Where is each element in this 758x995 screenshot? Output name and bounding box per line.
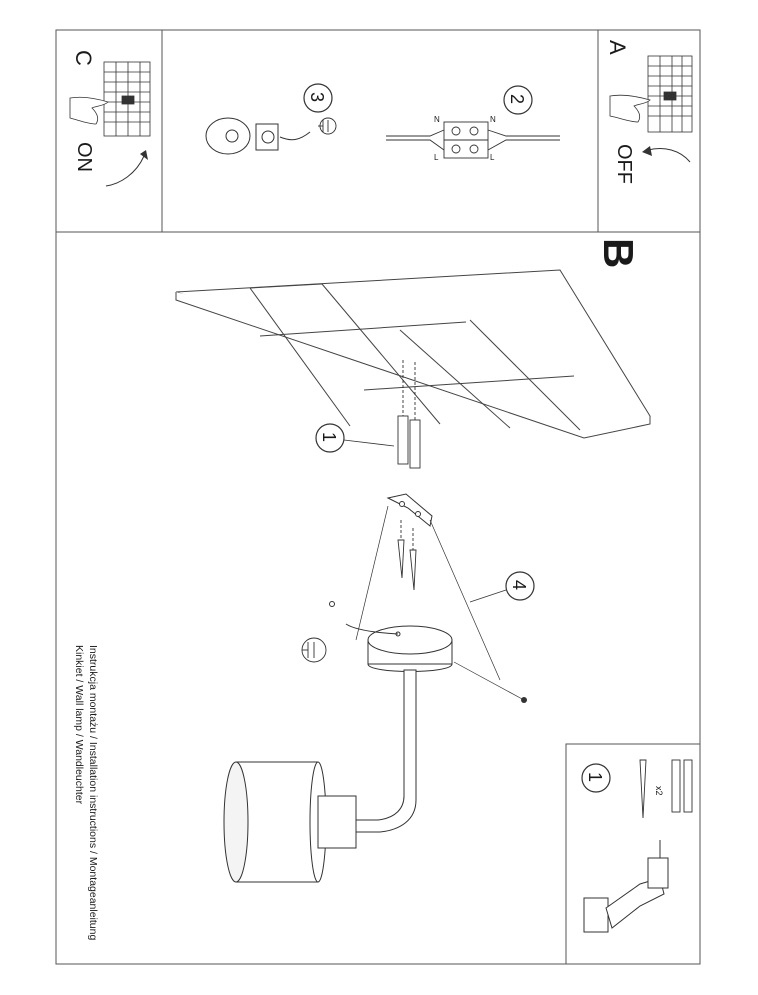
step-3: 3 <box>205 83 337 155</box>
earth-ground-icon <box>301 637 327 663</box>
earth-terminal-icon <box>205 117 311 155</box>
screw-icon <box>397 520 417 591</box>
wall-plug-icon <box>671 759 693 813</box>
fuse-box-icon <box>647 55 693 133</box>
terminal-block-icon <box>386 121 560 159</box>
kit-panel: 1 x2 <box>581 759 693 933</box>
kit-step-number: 1 <box>585 772 605 782</box>
step-4: 4 <box>329 505 535 703</box>
drill-icon <box>583 840 669 933</box>
hand-icon <box>69 96 109 125</box>
fuse-box-icon <box>103 61 151 137</box>
earth-ground-icon <box>318 117 337 135</box>
caption-line-2: Kinkiet / Wall lamp / Wandleuchter <box>73 645 85 805</box>
rotate-arrow-icon <box>647 148 691 163</box>
lamp-shade <box>223 761 357 883</box>
step-1: 1 <box>315 360 421 469</box>
terminal-label-n-right: N <box>490 115 496 124</box>
step-number-1: 1 <box>319 432 339 442</box>
panel-a-action: OFF <box>613 144 635 184</box>
lamp-canopy <box>345 623 453 672</box>
kit-quantity: x2 <box>654 786 664 796</box>
section-letter-b: B <box>595 238 642 268</box>
wall-plug-icon <box>397 360 421 469</box>
terminal-label-l-left: L <box>434 153 439 162</box>
step-number-3: 3 <box>307 92 327 102</box>
step-number-2: 2 <box>507 94 527 104</box>
screw-icon <box>639 759 647 819</box>
hand-icon <box>609 94 651 123</box>
panel-c-letter: C <box>71 50 96 66</box>
step-2: 2 N N L L <box>386 85 560 162</box>
panel-c-action: ON <box>73 142 95 172</box>
mounting-surface <box>175 269 651 439</box>
caption-line-1: Instrukcja montażu / Installation instru… <box>87 645 99 940</box>
lamp-arm <box>355 669 417 833</box>
panel-a-letter: A <box>605 40 630 55</box>
mounting-bracket <box>386 493 433 527</box>
panel-c: C ON <box>69 50 151 187</box>
panel-a: A OFF <box>605 40 693 184</box>
step-number-4: 4 <box>509 580 529 590</box>
terminal-label-l-right: L <box>490 153 495 162</box>
terminal-label-n-left: N <box>434 115 440 124</box>
rotate-arrow-icon <box>105 155 145 187</box>
frame <box>55 29 701 965</box>
